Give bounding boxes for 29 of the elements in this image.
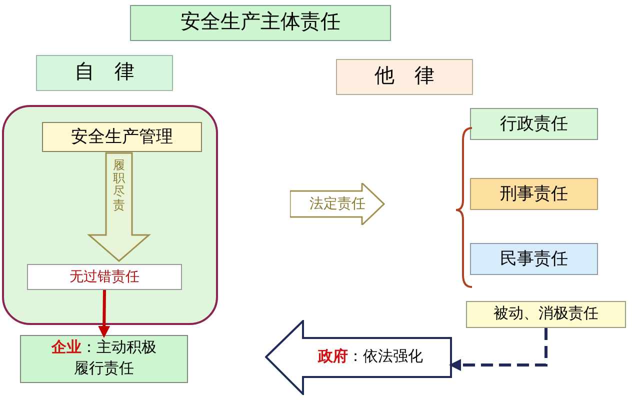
node-label: 法定责任 — [308, 194, 366, 214]
arrow — [449, 328, 548, 371]
process-box — [42, 122, 202, 152]
node-label: 安全生产主体责任 — [180, 10, 342, 36]
title-box — [130, 5, 391, 41]
node-label: 他 律 — [374, 64, 436, 90]
node-label: 刑事责任 — [499, 183, 569, 206]
category-box — [36, 55, 173, 91]
right-arrow — [290, 183, 385, 225]
group-panel — [2, 105, 218, 325]
category-box — [470, 108, 598, 140]
category-box — [470, 243, 598, 275]
arrow — [98, 290, 110, 338]
node-label: 无过错责任 — [68, 267, 140, 286]
node-label: 政府：依法强化 — [318, 347, 423, 368]
process-box — [27, 264, 182, 290]
node-label: 自 律 — [74, 60, 136, 86]
category-box — [470, 178, 598, 210]
left-arrow — [265, 320, 452, 395]
edge-label: 履职尽责 — [113, 159, 125, 212]
node-label: 安全生产管理 — [70, 126, 174, 148]
node-label: 被动、消极责任 — [492, 304, 600, 324]
process-box — [466, 301, 626, 328]
result-box — [20, 335, 188, 383]
category-box — [336, 59, 473, 95]
block-arrow — [86, 152, 152, 262]
node-label: 民事责任 — [499, 248, 569, 270]
node-label: 行政责任 — [499, 113, 569, 136]
node-label: 企业：主动积极履行责任 — [50, 338, 158, 379]
